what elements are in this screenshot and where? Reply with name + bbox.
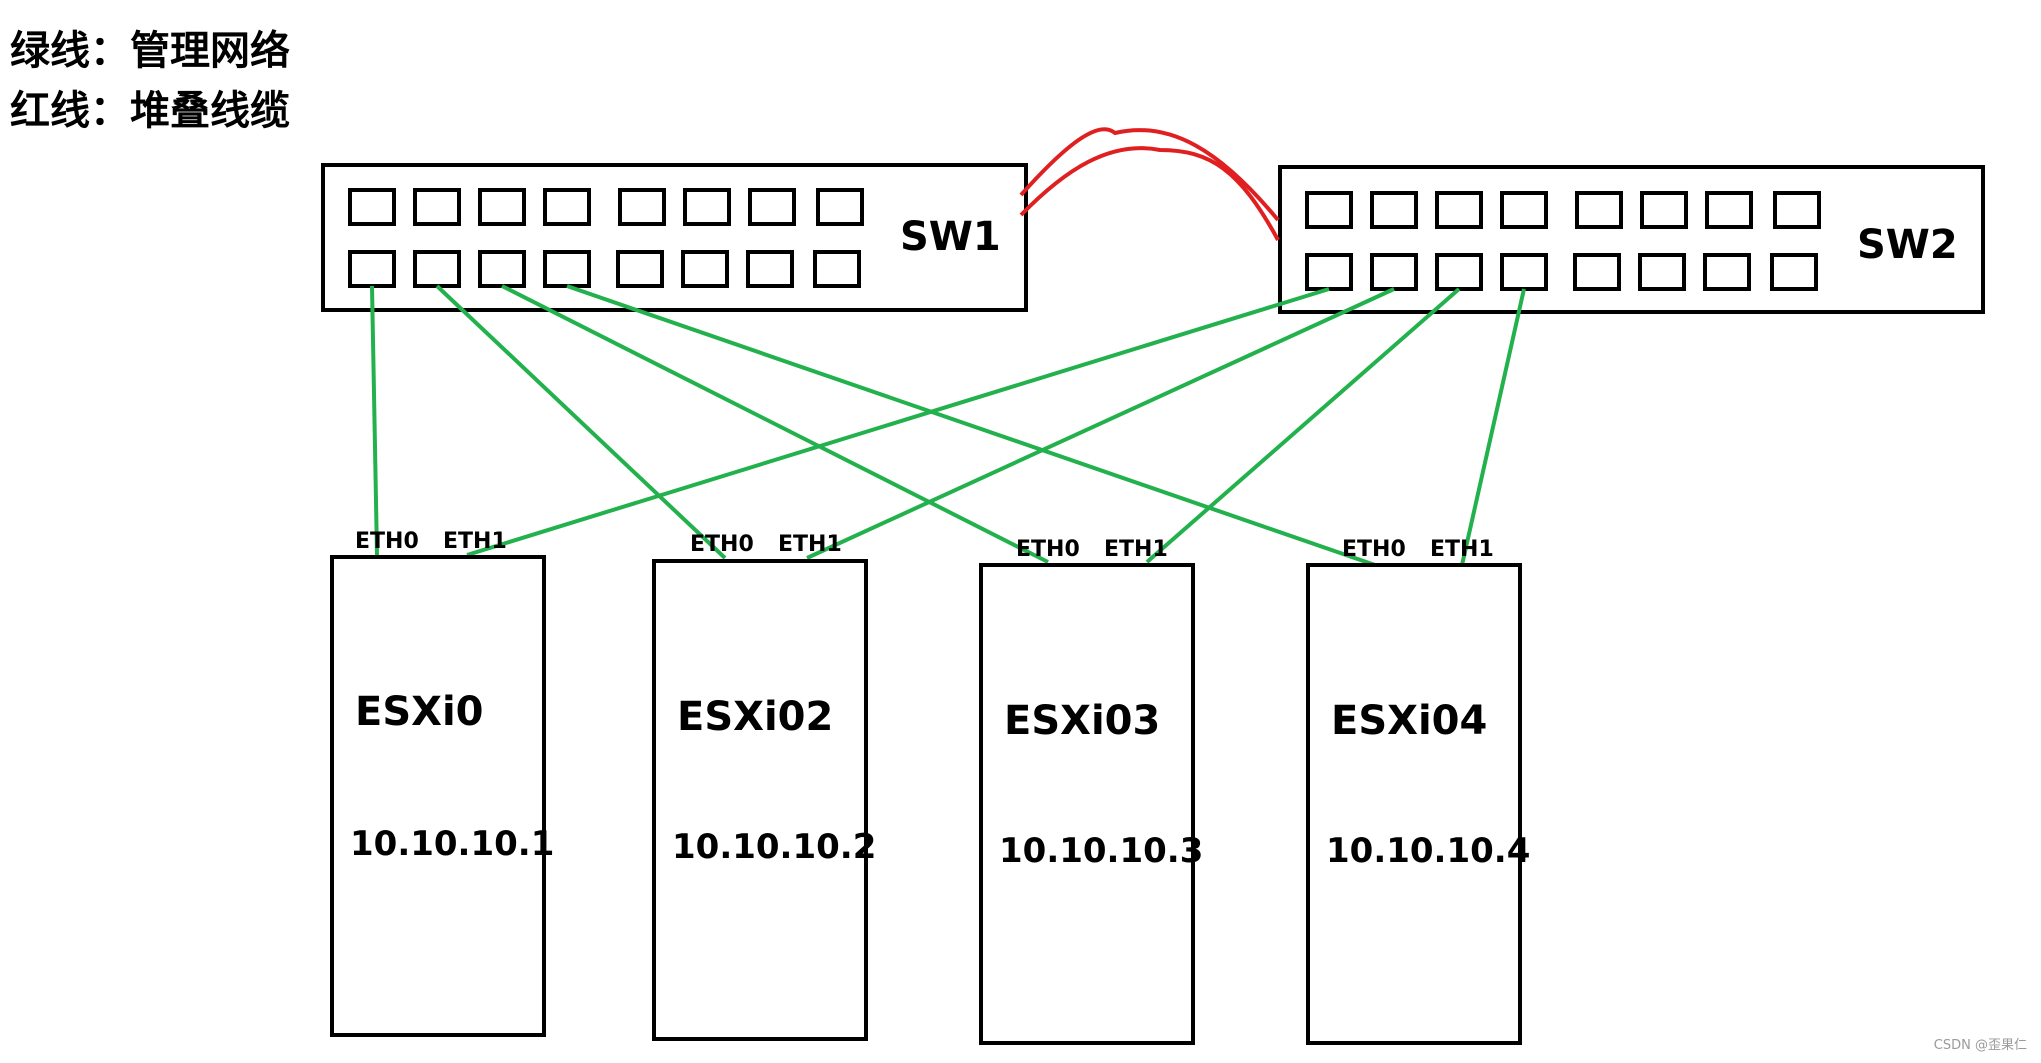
switch-sw2-label: SW2: [1857, 222, 1958, 268]
mgmt-cable-sw1-p1-esxi0-eth0: [370, 285, 379, 556]
watermark: CSDN @歪果仁: [1933, 1038, 2027, 1053]
mgmt-cable-sw1-p3-esxi03-eth0: [501, 284, 1049, 564]
host-eth1-label: ETH1: [1104, 537, 1168, 562]
stacking-cable-1: [1019, 127, 1280, 222]
stacking-cables: [1019, 127, 1280, 241]
host-eth1-label: ETH1: [1430, 537, 1494, 562]
host-eth0-label: ETH0: [1342, 537, 1406, 562]
host-ip: 10.10.10.3: [999, 831, 1203, 871]
switch-sw2-ports: [1305, 191, 1821, 291]
host-name: ESXi02: [677, 694, 833, 740]
legend-stacking: 红线：堆叠线缆: [10, 88, 290, 134]
host-name: ESXi0: [355, 689, 484, 735]
host-ip: 10.10.10.4: [1326, 831, 1530, 871]
switch-sw1-ports: [348, 188, 864, 288]
host-esxi02: ETH0 ETH1 ESXi02 10.10.10.2: [652, 532, 876, 1041]
switch-sw2: SW2: [1278, 165, 1985, 314]
host-ip: 10.10.10.2: [672, 827, 876, 867]
host-eth1-label: ETH1: [443, 529, 507, 554]
host-esxi03: ETH0 ETH1 ESXi03 10.10.10.3: [979, 537, 1203, 1045]
mgmt-cable-sw1-p2-esxi02-eth0: [435, 284, 727, 560]
host-name: ESXi04: [1331, 698, 1487, 744]
mgmt-cable-sw2-p4-esxi04-eth1: [1460, 288, 1526, 566]
host-eth0-label: ETH0: [1016, 537, 1080, 562]
host-esxi0: ETH0 ETH1 ESXi0 10.10.10.1: [330, 529, 554, 1037]
switch-sw1-label: SW1: [900, 214, 1001, 260]
mgmt-cable-sw2-p3-esxi03-eth1: [1145, 287, 1461, 564]
host-ip: 10.10.10.1: [350, 824, 554, 864]
host-name: ESXi03: [1004, 698, 1160, 744]
mgmt-cable-sw1-p4-esxi04-eth0: [566, 284, 1376, 567]
host-esxi04: ETH0 ETH1 ESXi04 10.10.10.4: [1306, 537, 1530, 1045]
host-eth0-label: ETH0: [355, 529, 419, 554]
mgmt-cable-sw2-p1-esxi0-eth1: [466, 287, 1330, 557]
host-eth1-label: ETH1: [778, 532, 842, 557]
switch-sw1: SW1: [321, 163, 1028, 312]
legend-management: 绿线：管理网络: [10, 28, 290, 74]
host-eth0-label: ETH0: [690, 532, 754, 557]
stacking-cable-2: [1019, 146, 1280, 241]
management-cables: [370, 284, 1526, 567]
mgmt-cable-sw2-p2-esxi02-eth1: [806, 287, 1395, 560]
